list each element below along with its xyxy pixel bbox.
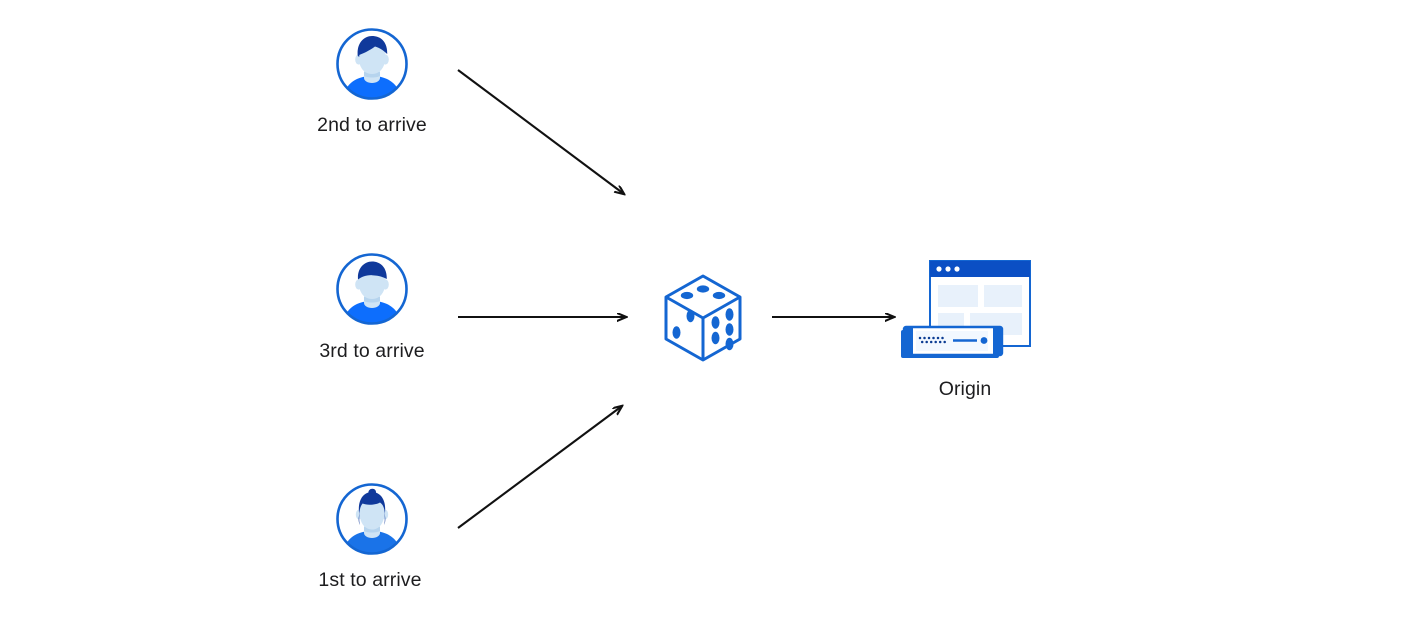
user-avatar-icon	[336, 253, 408, 325]
label-client-3rd: 3rd to arrive	[319, 340, 425, 362]
user-avatar-icon	[336, 28, 408, 100]
user-avatar-female-icon	[336, 483, 408, 555]
node-client-1st[interactable]	[334, 481, 410, 557]
label-client-1st: 1st to arrive	[318, 569, 422, 591]
arrow-from-1st-to-dice	[457, 406, 622, 529]
dice-icon	[664, 274, 742, 362]
server-appliance-icon	[901, 325, 1004, 358]
node-origin[interactable]	[895, 258, 1035, 363]
node-randomizer[interactable]	[658, 272, 748, 364]
label-origin: Origin	[938, 378, 992, 400]
label-client-2nd: 2nd to arrive	[317, 114, 427, 136]
origin-server-icon	[901, 260, 1031, 358]
node-client-3rd[interactable]	[334, 251, 410, 327]
node-client-2nd[interactable]	[334, 26, 410, 102]
